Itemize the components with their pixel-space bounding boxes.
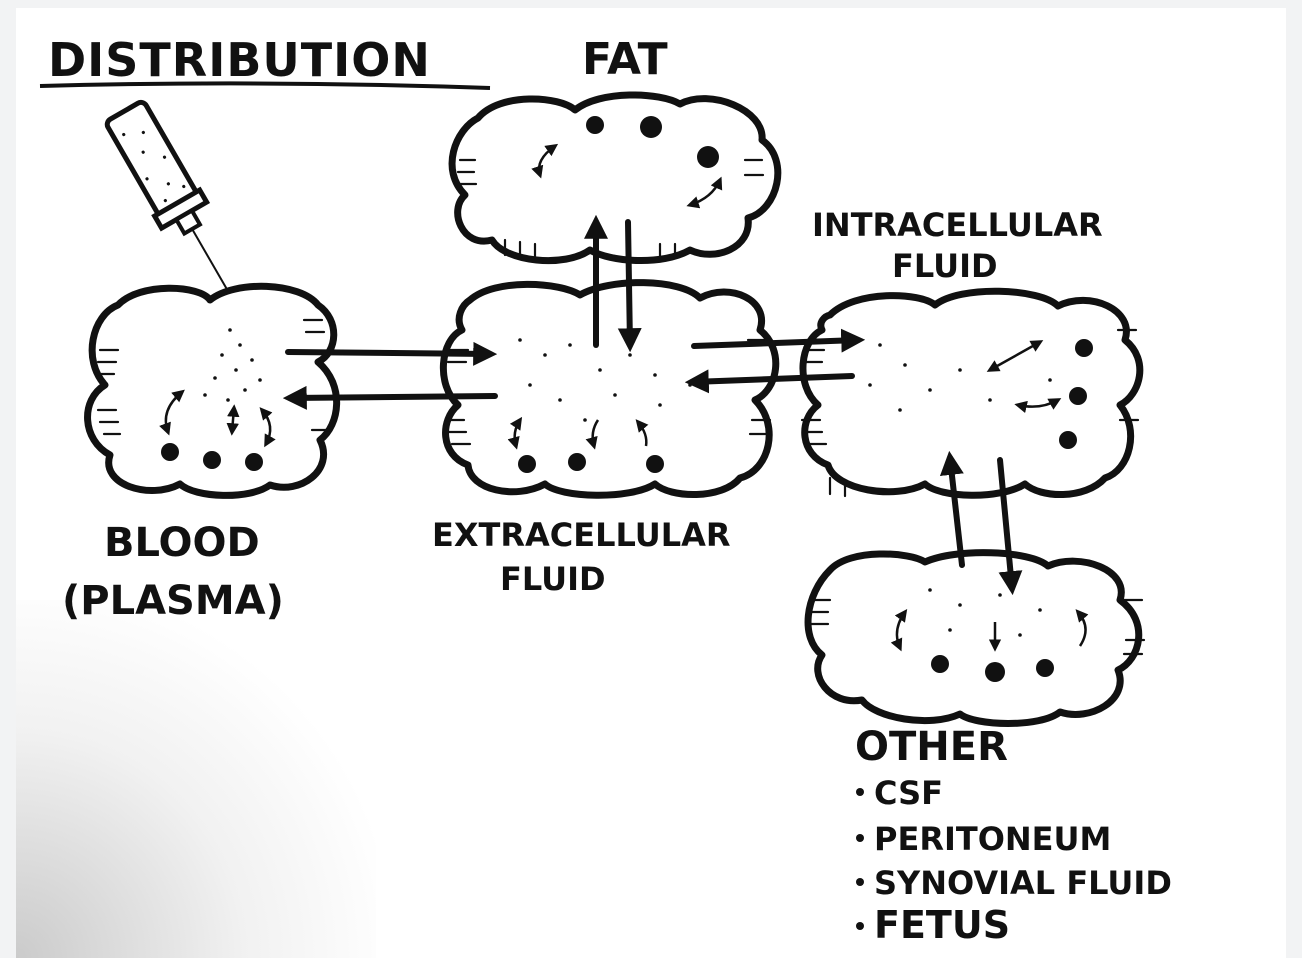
fat-label: FAT bbox=[582, 34, 668, 85]
other-list-item: PERITONEUM bbox=[874, 820, 1111, 858]
other-blob bbox=[808, 553, 1144, 724]
other-list-item: CSF bbox=[874, 774, 943, 812]
extracellular-label-line1: EXTRACELLULAR bbox=[432, 516, 731, 554]
intracellular-blob bbox=[802, 291, 1140, 496]
blood-blob bbox=[88, 286, 337, 495]
extracellular-to-blood-arrow bbox=[290, 396, 495, 398]
title-text: DISTRIBUTION bbox=[48, 33, 431, 87]
extracellular-label-line2: FLUID bbox=[500, 560, 606, 598]
other-list: CSF PERITONEUM SYNOVIAL FLUID FETUS bbox=[856, 774, 1172, 947]
blood-to-extracellular-arrow bbox=[288, 352, 490, 354]
other-label: OTHER bbox=[855, 724, 1008, 770]
fat-to-extracellular-arrow bbox=[628, 222, 630, 345]
fat-blob bbox=[452, 95, 778, 261]
blood-label-line2: (PLASMA) bbox=[62, 578, 284, 624]
extracellular-blob bbox=[443, 283, 775, 496]
other-list-item: SYNOVIAL FLUID bbox=[874, 864, 1172, 902]
other-list-item: FETUS bbox=[874, 903, 1010, 947]
intracellular-label-line1: INTRACELLULAR bbox=[812, 206, 1103, 244]
blood-label-line1: BLOOD bbox=[104, 520, 260, 566]
intracellular-label-line2: FLUID bbox=[892, 247, 998, 285]
